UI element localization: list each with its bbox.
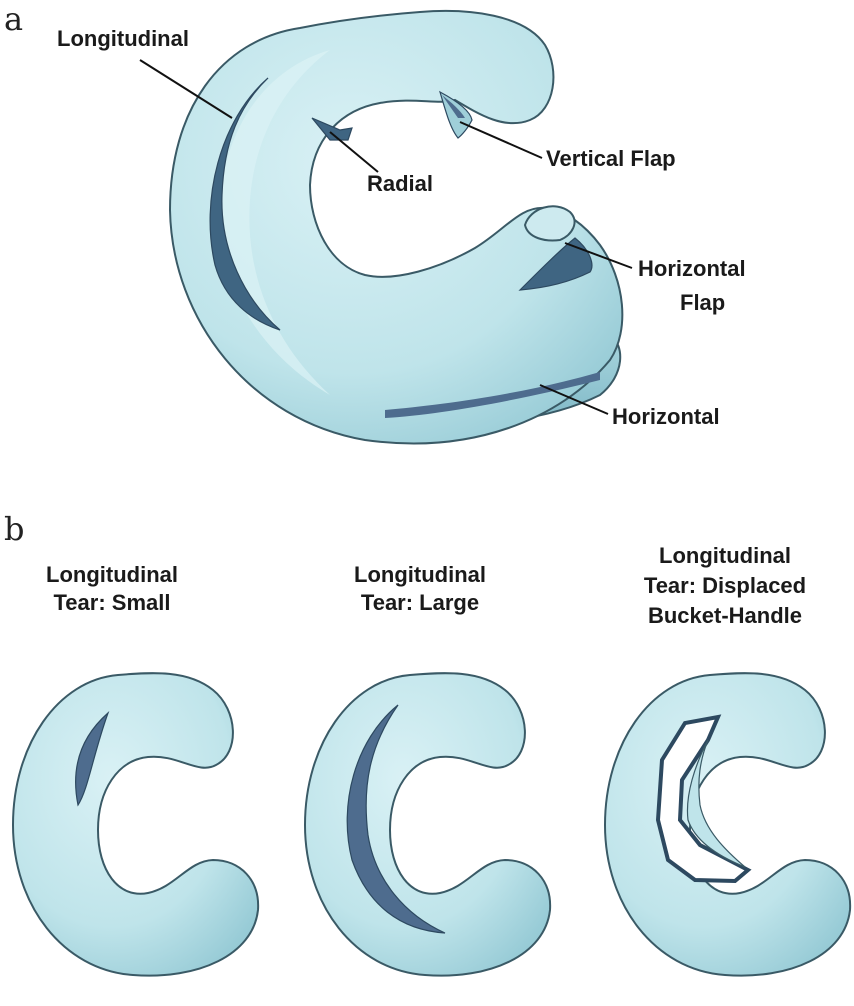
panel-b-letter: b (4, 510, 24, 548)
radial-tear (311, 117, 353, 141)
vertical-flap-shadow (442, 95, 465, 118)
caption-large-line1: Longitudinal (354, 562, 486, 587)
caption-small-line2: Tear: Small (54, 590, 171, 615)
leader-vertical-flap (459, 121, 543, 159)
horizontal-flap-bump (523, 205, 576, 242)
meniscus-bucket-handle (604, 672, 852, 977)
caption-bucket-line2: Tear: Displaced (644, 573, 806, 598)
panel-a-meniscus (168, 9, 624, 445)
caption-small-line1: Longitudinal (46, 562, 178, 587)
caption-bucket-line3: Bucket-Handle (648, 603, 802, 628)
large-tear (346, 704, 446, 934)
horizontal-tear-cleft (385, 372, 600, 418)
label-radial: Radial (367, 171, 433, 196)
horizontal-flap-tear (518, 237, 593, 291)
label-horizontal: Horizontal (612, 404, 720, 429)
caption-large: Longitudinal Tear: Large (354, 562, 486, 615)
leader-longitudinal (139, 59, 233, 119)
caption-small: Longitudinal Tear: Small (46, 562, 178, 615)
label-longitudinal: Longitudinal (57, 26, 189, 51)
label-horizontal-flap-line1: Horizontal (638, 256, 746, 281)
meniscus-small-tear (12, 672, 260, 977)
longitudinal-tear (209, 77, 281, 331)
small-tear (75, 711, 110, 807)
caption-bucket-handle: Longitudinal Tear: Displaced Bucket-Hand… (644, 543, 806, 628)
caption-large-line2: Tear: Large (361, 590, 479, 615)
leader-horizontal (539, 384, 609, 415)
meniscus-body (168, 9, 624, 445)
leader-radial (329, 131, 379, 173)
panel-a-letter: a (4, 0, 23, 38)
label-horizontal-flap-line2: Flap (680, 290, 725, 315)
caption-bucket-line1: Longitudinal (659, 543, 791, 568)
bucket-handle-fragment (686, 739, 746, 868)
leader-horizontal-flap (564, 242, 633, 269)
bucket-handle-cavity (655, 714, 752, 884)
label-vertical-flap: Vertical Flap (546, 146, 676, 171)
meniscus-large-tear (304, 672, 552, 977)
